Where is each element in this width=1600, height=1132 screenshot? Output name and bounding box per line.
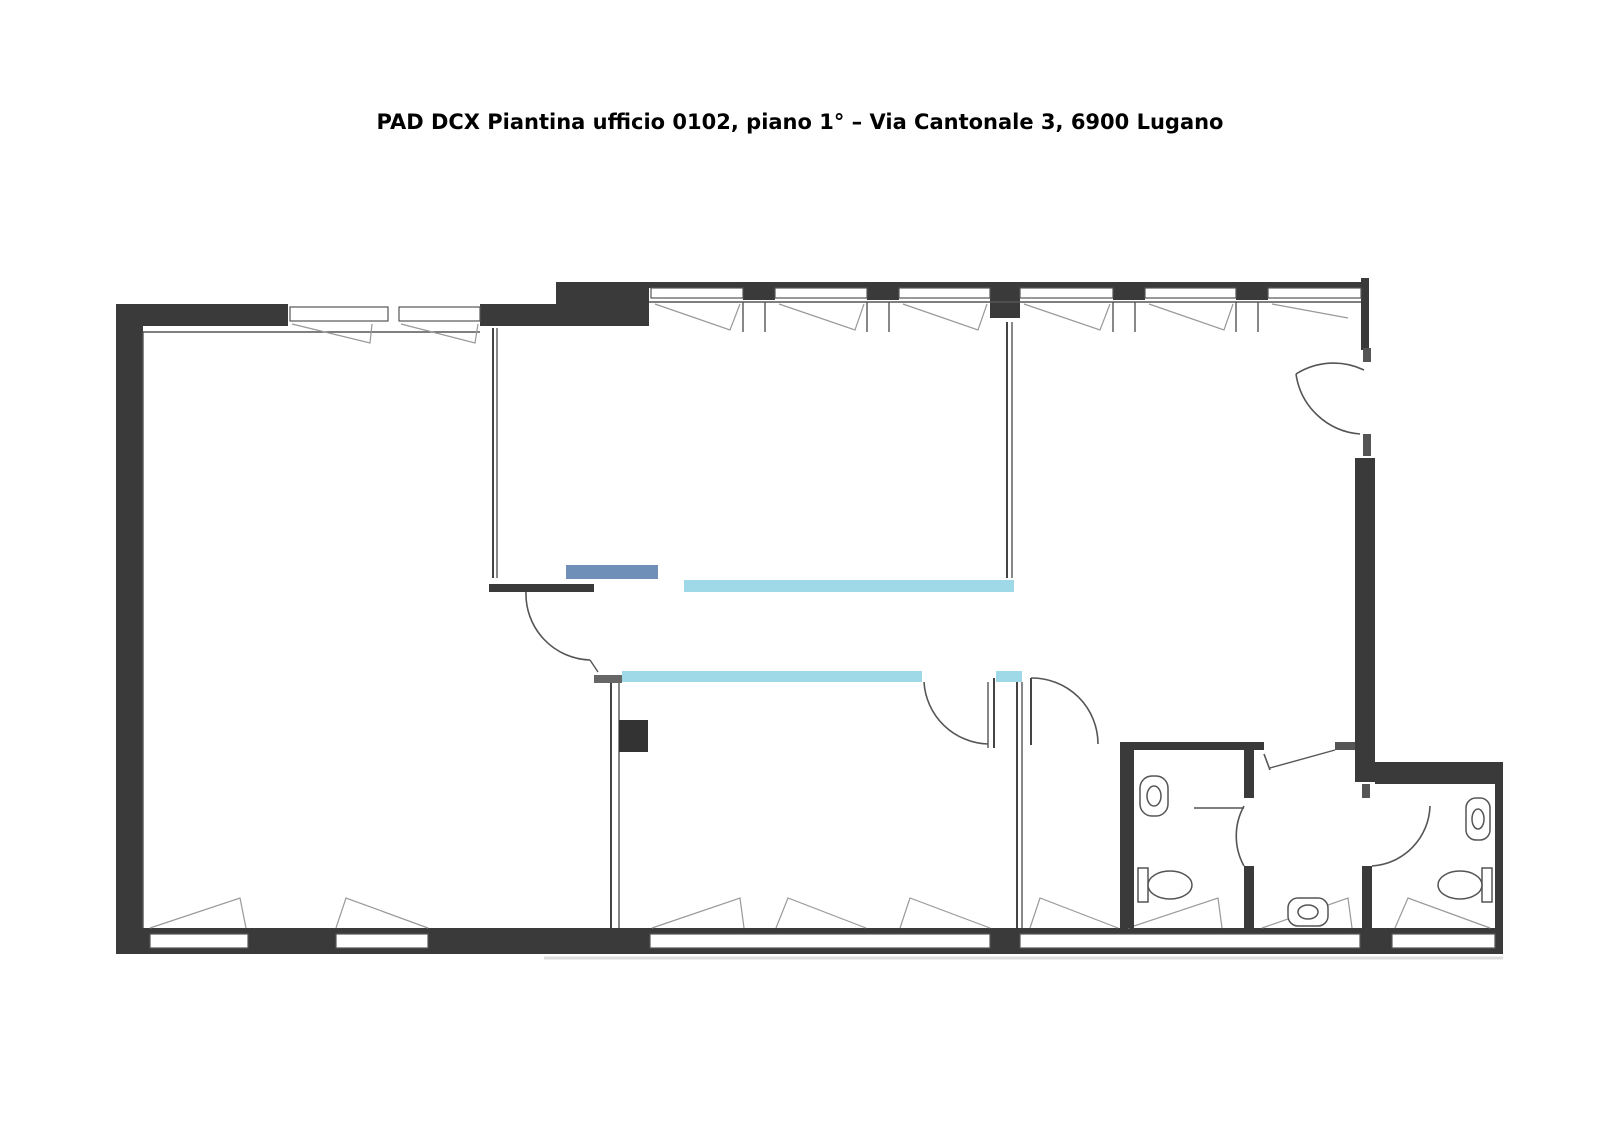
window-top-7 bbox=[1144, 287, 1237, 299]
window-top-2 bbox=[398, 306, 481, 322]
top-pier-2 bbox=[867, 282, 899, 300]
window-top-5 bbox=[898, 287, 991, 299]
door-swing-icon bbox=[525, 362, 1431, 867]
glass-partitions bbox=[566, 565, 1022, 682]
window-bottom-2 bbox=[335, 933, 429, 949]
top-wall-segment bbox=[480, 304, 562, 326]
wall-step-block bbox=[556, 282, 649, 326]
window-bottom-4 bbox=[1019, 933, 1361, 949]
window-bottom-1 bbox=[149, 933, 249, 949]
left-wall bbox=[116, 304, 143, 954]
highlight-block bbox=[566, 565, 658, 579]
glass-partition-lower bbox=[622, 671, 922, 682]
pillar-icon bbox=[619, 720, 648, 752]
glass-partition-small bbox=[996, 671, 1022, 682]
window-top-3 bbox=[650, 287, 744, 299]
restroom-divider-lower bbox=[1244, 866, 1254, 928]
window-bottom-5 bbox=[1391, 933, 1496, 949]
window-top-8 bbox=[1267, 287, 1362, 299]
restroom-left-wall bbox=[1120, 742, 1134, 928]
top-left-wall bbox=[116, 304, 288, 326]
interior-partitions bbox=[489, 322, 1372, 928]
restroom-top-wall bbox=[1120, 742, 1264, 750]
restroom-divider-upper bbox=[1244, 742, 1254, 798]
top-pier-4 bbox=[1113, 282, 1145, 300]
glass-partition-upper bbox=[684, 580, 1014, 592]
window-top-6 bbox=[1019, 287, 1114, 299]
windows bbox=[142, 287, 1496, 949]
window-bottom-3 bbox=[649, 933, 991, 949]
top-pier-5 bbox=[1236, 282, 1268, 300]
right-step-wall bbox=[1375, 762, 1503, 784]
right-upper-wall bbox=[1361, 278, 1369, 350]
right-middle-wall bbox=[1355, 458, 1375, 782]
window-sash-icon bbox=[149, 302, 1491, 929]
window-top-1 bbox=[289, 306, 389, 322]
toilet-icon bbox=[1137, 867, 1493, 927]
far-right-wall bbox=[1495, 762, 1503, 932]
corridor-stub-wall bbox=[489, 584, 594, 592]
page-title: PAD DCX Piantina ufficio 0102, piano 1° … bbox=[376, 110, 1224, 134]
top-pier-1 bbox=[743, 282, 775, 300]
window-top-4 bbox=[774, 287, 868, 299]
sink-icon bbox=[1139, 775, 1491, 841]
top-pier-3 bbox=[990, 282, 1020, 318]
restroom-divider-right-lower bbox=[1362, 866, 1372, 928]
outer-walls bbox=[116, 278, 1503, 954]
